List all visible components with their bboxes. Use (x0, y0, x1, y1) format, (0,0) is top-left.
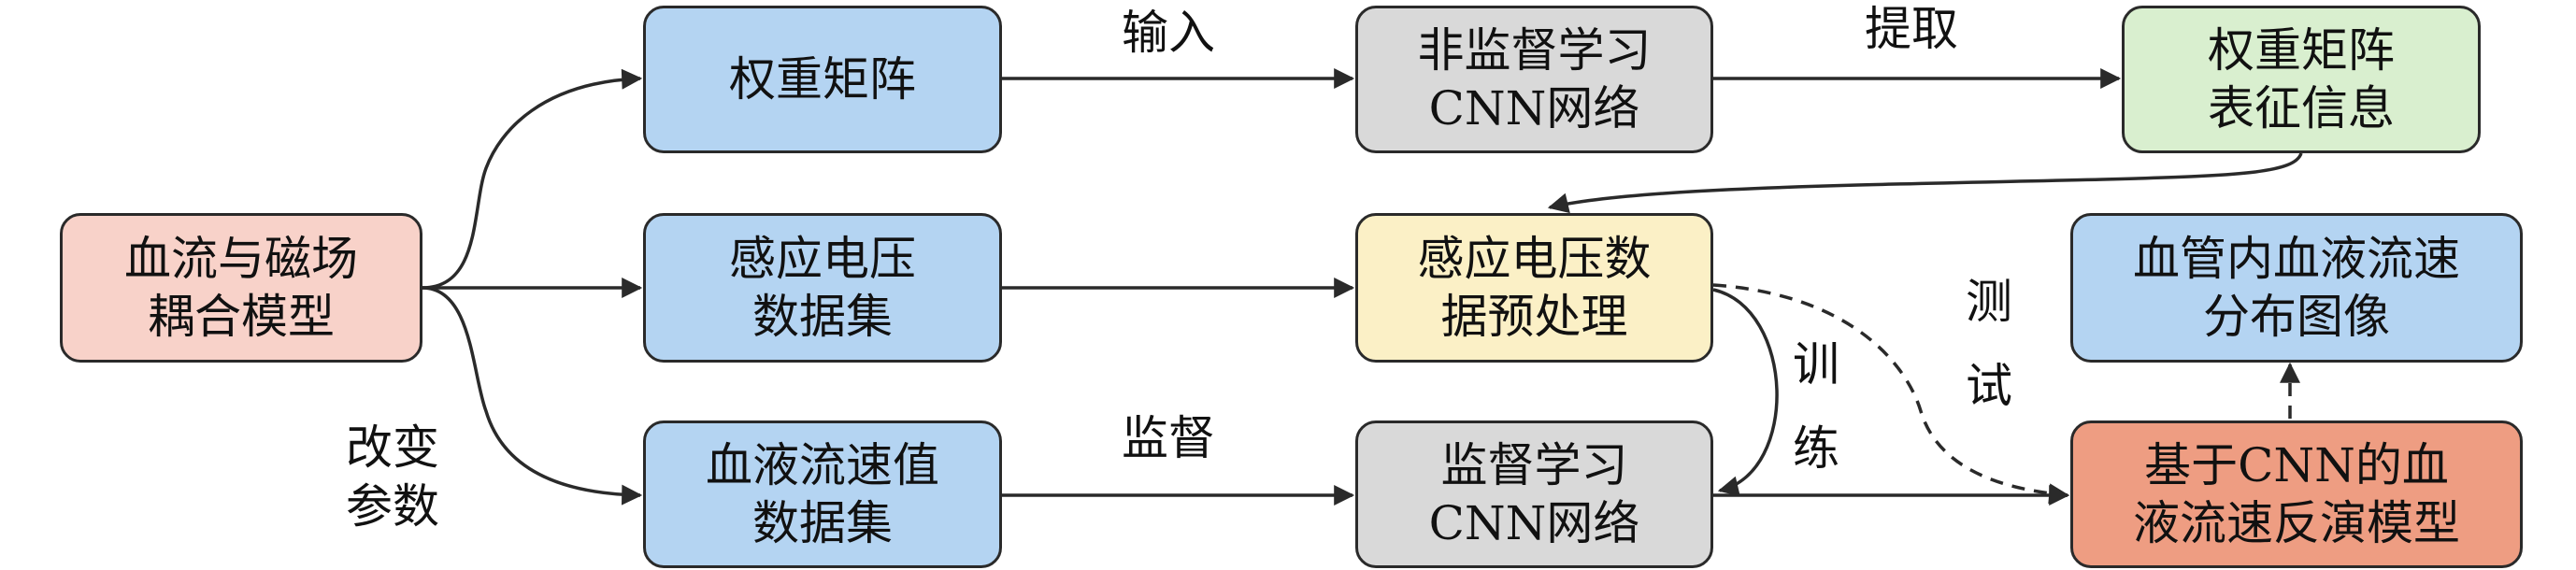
label-input: 输入 (1122, 4, 1215, 63)
edge-preprocessing-to-inversion-test (1712, 283, 2070, 505)
label-test-line1: 测 (1966, 275, 2012, 329)
node-unsupervised-cnn: 非监督学习 CNN网络 (1355, 6, 1713, 153)
label-train-line1: 训 (1793, 337, 1839, 392)
node-voltage-preprocessing: 感应电压数 据预处理 (1355, 213, 1713, 363)
node-velocity-image-line2: 分布图像 (2203, 290, 2390, 344)
label-change-params: 改变 参数 (346, 419, 439, 535)
label-change-params-line2: 参数 (346, 478, 439, 534)
label-train: 训 练 (1793, 322, 1839, 491)
label-input-text: 输入 (1122, 6, 1215, 60)
label-test: 测 试 (1966, 260, 2012, 428)
edge-preprocessing-to-supervised-cnn-train (1712, 288, 1779, 497)
node-blood-velocity-dataset: 血液流速值 数据集 (643, 420, 1002, 568)
node-weight-matrix: 权重矩阵 (643, 6, 1002, 153)
node-coupling-model-line1: 血流与磁场 (124, 231, 358, 286)
node-induced-voltage-dataset-line2: 数据集 (752, 290, 893, 344)
edge-coupling-to-velocity-dataset (422, 286, 643, 506)
node-induced-voltage-dataset: 感应电压 数据集 (643, 213, 1002, 363)
label-supervise: 监督 (1122, 409, 1215, 468)
node-supervised-cnn-line1: 监督学习 (1440, 437, 1628, 492)
node-supervised-cnn-line2: CNN网络 (1428, 496, 1640, 550)
node-weight-representation-line2: 表征信息 (2208, 81, 2395, 135)
node-blood-velocity-dataset-line2: 数据集 (752, 496, 893, 550)
node-induced-voltage-dataset-line1: 感应电压 (729, 231, 916, 286)
label-extract-text: 提取 (1865, 2, 1958, 56)
edge-representation-to-preprocessing (1547, 152, 2303, 214)
label-supervise-text: 监督 (1122, 411, 1215, 465)
node-voltage-preprocessing-line2: 据预处理 (1440, 290, 1628, 344)
node-velocity-image: 血管内血液流速 分布图像 (2070, 213, 2523, 363)
node-coupling-model: 血流与磁场 耦合模型 (60, 213, 422, 363)
node-unsupervised-cnn-line1: 非监督学习 (1417, 22, 1652, 78)
node-inversion-model: 基于CNN的血 液流速反演模型 (2070, 420, 2523, 568)
label-extract: 提取 (1865, 0, 1958, 59)
node-weight-representation: 权重矩阵 表征信息 (2122, 6, 2481, 153)
node-velocity-image-line1: 血管内血液流速 (2133, 231, 2460, 286)
edge-coupling-to-weight-matrix (422, 68, 643, 290)
label-train-line2: 练 (1793, 421, 1839, 476)
node-voltage-preprocessing-line1: 感应电压数 (1417, 231, 1652, 286)
node-blood-velocity-dataset-line1: 血液流速值 (706, 437, 939, 492)
node-weight-representation-line1: 权重矩阵 (2208, 22, 2395, 78)
node-weight-matrix-line1: 权重矩阵 (729, 51, 916, 107)
node-unsupervised-cnn-line2: CNN网络 (1428, 81, 1640, 135)
label-test-line2: 试 (1966, 359, 2012, 413)
node-coupling-model-line2: 耦合模型 (148, 290, 335, 344)
node-supervised-cnn: 监督学习 CNN网络 (1355, 420, 1713, 568)
label-change-params-line1: 改变 (346, 420, 439, 475)
node-inversion-model-line2: 液流速反演模型 (2133, 496, 2460, 550)
node-inversion-model-line1: 基于CNN的血 (2144, 437, 2449, 492)
